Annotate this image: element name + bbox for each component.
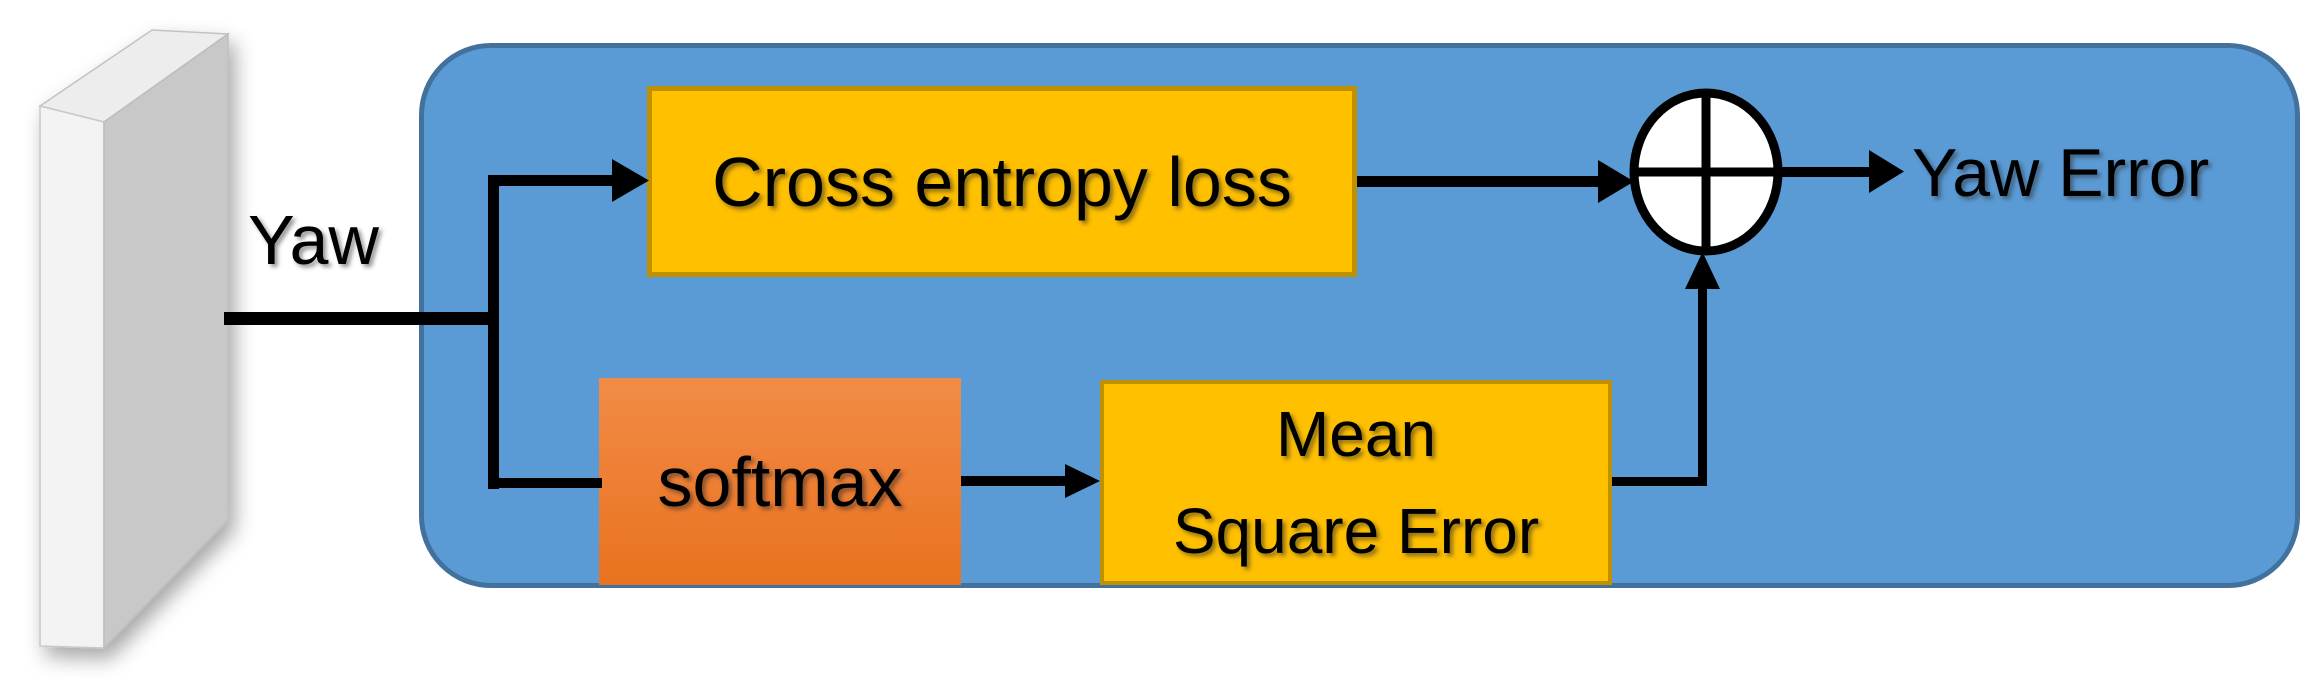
cross-entropy-label: Cross entropy loss xyxy=(712,142,1292,221)
softmax-box: softmax xyxy=(599,378,961,585)
yaw-input-label: Yaw xyxy=(248,201,379,279)
slab-side-face xyxy=(39,105,105,649)
softmax-label: softmax xyxy=(657,442,903,521)
mse-label-line1: Mean xyxy=(1275,397,1437,470)
slab-front-face xyxy=(103,32,229,650)
input-slab-shape xyxy=(38,29,231,650)
mse-label-line2: Square Error xyxy=(1172,494,1540,567)
slab-top-face xyxy=(38,29,231,123)
mse-box: Mean Square Error xyxy=(1100,380,1612,585)
cross-entropy-box: Cross entropy loss xyxy=(647,86,1357,277)
yaw-error-output-label: Yaw Error xyxy=(1912,135,2210,211)
